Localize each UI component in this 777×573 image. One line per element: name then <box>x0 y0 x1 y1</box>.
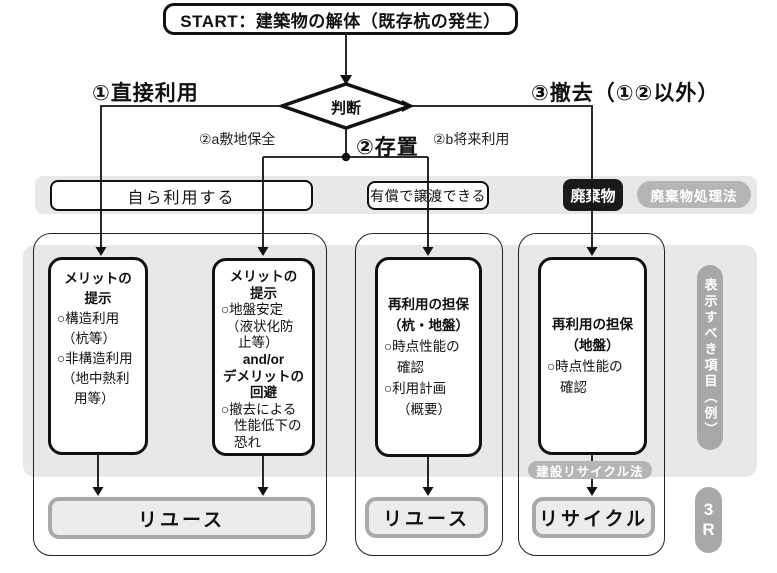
reuse-guarantee-pile-ground-box: 再利用の担保 （杭・地盤） ○時点性能の確認 ○利用計画 （概要） <box>375 257 482 457</box>
text-line: ○非構造利用 <box>57 351 133 366</box>
branch-1-label: ①直接利用 <box>92 82 199 105</box>
reuse-result-2: リユース <box>365 497 488 538</box>
branch-2a-label: ②a敷地保全 <box>199 131 276 147</box>
text-line: 確認 <box>397 360 424 375</box>
arrowhead-decision <box>340 75 352 85</box>
reuse-result-1: リユース <box>48 497 315 539</box>
branch-2b-label: ②b将来利用 <box>433 131 510 147</box>
waste-disposal-law-badge: 廃棄物処理法 <box>637 181 751 208</box>
text-line: 恐れ <box>234 434 261 450</box>
text-line: 再利用の担保 <box>388 297 469 312</box>
text-line: 再利用の担保 <box>552 317 633 332</box>
text-line: ○時点性能の <box>547 359 623 374</box>
text-line: 提示 <box>84 291 112 306</box>
text-line: （杭・地盤） <box>388 318 469 333</box>
paid-transfer-node: 有償で譲渡できる <box>367 181 489 210</box>
text-line: 用等） <box>74 391 115 406</box>
waste-node: 廃棄物 <box>563 179 623 211</box>
text-line: 確認 <box>560 380 587 395</box>
text-line: メリットの <box>64 271 132 286</box>
text-line: 止等） <box>238 335 279 351</box>
text-line: （地盤） <box>565 338 620 353</box>
decision-diamond-label: 判断 <box>330 100 361 117</box>
text-line: 3 <box>703 500 714 519</box>
self-use-node: 自ら利用する <box>50 180 313 211</box>
text-line: メリットの <box>229 269 298 284</box>
text-line: ○地盤安定 <box>221 302 284 318</box>
text-line: ○利用計画 <box>384 381 447 396</box>
junction-dot <box>341 152 351 162</box>
text-line: （概要） <box>397 402 451 417</box>
text-line: and/or <box>242 351 285 367</box>
text-line: （杭等） <box>62 331 116 346</box>
text-line: 提示 <box>250 285 277 301</box>
branch-3-label: ③撤去（①②以外） <box>531 82 720 105</box>
reuse-guarantee-ground-box: 再利用の担保 （地盤） ○時点性能の確認 <box>538 257 647 455</box>
text-line: ○時点性能の <box>384 339 460 354</box>
text-line: 性能低下の <box>234 418 302 434</box>
merit-structural-box: メリットの提示 ○構造利用 （杭等） ○非構造利用 （地中熱利用等） <box>48 257 148 455</box>
text-line: 回避 <box>250 385 277 401</box>
text-line: （液状化防 <box>226 318 294 334</box>
text-line: デメリットの <box>223 368 304 384</box>
start-node: START：建築物の解体（既存杭の発生） <box>163 3 518 35</box>
text-line: （地中熱利 <box>62 371 130 386</box>
text-line: R <box>702 520 715 539</box>
construction-recycling-law-badge: 建設リサイクル法 <box>528 461 652 479</box>
text-line: ○構造利用 <box>57 311 120 326</box>
display-items-side-label: 表示すべき項目（例） <box>697 265 723 450</box>
recycle-result: リサイクル <box>532 497 655 538</box>
text-line: ○撤去による <box>221 401 297 417</box>
branch-2-label: ②存置 <box>356 136 419 159</box>
arrowhead-branch3-right <box>402 100 414 112</box>
